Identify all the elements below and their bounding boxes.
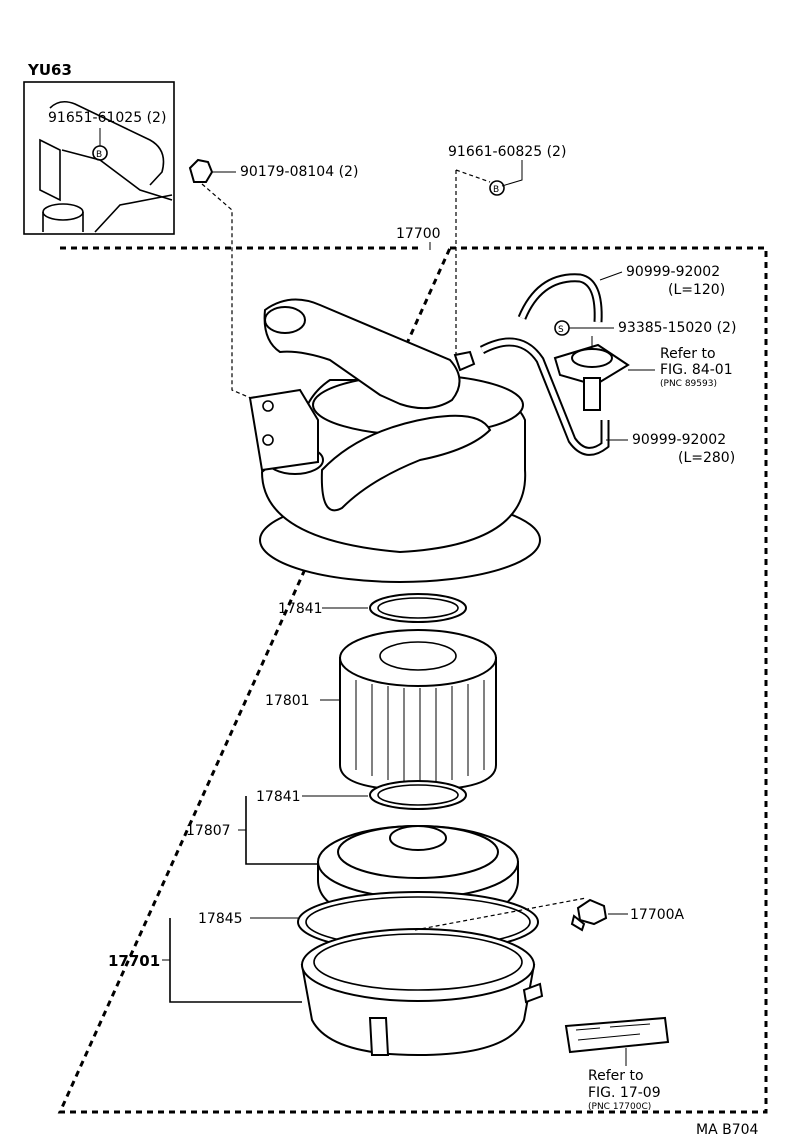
element-label: 17801: [265, 693, 310, 709]
mounting-bracket: [248, 388, 319, 472]
marker-s: S: [558, 325, 564, 335]
inset-frame: [23, 81, 175, 235]
assembly-label: 17700: [396, 226, 441, 242]
inset-bolt-label: 91651-61025 (2): [48, 110, 166, 126]
marker-b: B: [493, 185, 499, 195]
assembly-frame: [57, 246, 768, 1114]
diagram-code: MA B704: [696, 1122, 759, 1138]
inset-title: YU63: [27, 61, 72, 79]
valve-part: S 93385-15020 (2) Refer to FIG. 84-01 (P…: [553, 320, 736, 411]
bolt-b-label: 91661-60825 (2): [448, 144, 566, 160]
hose-long-label: 90999-92002: [632, 432, 726, 448]
hose-short-length: (L=120): [668, 282, 725, 298]
seal-label: 17845: [198, 911, 243, 927]
case-clip: [368, 1017, 390, 1056]
gasket-top-label: 17841: [278, 601, 323, 617]
filter-element: 17801: [265, 629, 497, 792]
case-lower: 17701: [108, 897, 587, 1057]
refer2-line2: FIG. 17-09: [588, 1085, 661, 1101]
screw-label: 93385-15020 (2): [618, 320, 736, 336]
air-cleaner-cover: [248, 298, 541, 583]
gasket-top: 17841: [278, 593, 467, 623]
nut-part: 90179-08104 (2): [188, 158, 358, 403]
refer1-line2: FIG. 84-01: [660, 362, 733, 378]
clamp-part: 17700A: [570, 898, 685, 932]
hose-short-label: 90999-92002: [626, 264, 720, 280]
refer2-line3: (PNC 17700C): [588, 1102, 651, 1112]
marker-b-icon: [489, 180, 505, 196]
case-assembly-label: 17807: [186, 823, 231, 839]
nut-label: 90179-08104 (2): [240, 164, 358, 180]
hose-long: 90999-92002 (L=280): [479, 337, 735, 466]
inset-pipe: [49, 100, 165, 186]
refer1-line3: (PNC 89593): [660, 379, 717, 389]
gasket-bottom-label: 17841: [256, 789, 301, 805]
label-plate: Refer to FIG. 17-09 (PNC 17700C): [564, 1016, 670, 1112]
inset-body-line: [61, 149, 173, 201]
clamp-label: 17700A: [630, 907, 685, 923]
inset-marker-b: B: [96, 150, 102, 160]
refer1-line1: Refer to: [660, 346, 716, 362]
bolt-b-part: 91661-60825 (2) B: [448, 144, 566, 360]
inset-yu63: YU63 91651-61025 (2) B: [23, 61, 175, 235]
refer2-line1: Refer to: [588, 1068, 644, 1084]
gasket-bottom: 17841: [256, 780, 467, 810]
hose-long-length: (L=280): [678, 450, 735, 466]
case-label: 17701: [108, 952, 160, 970]
inset-bracket: [39, 138, 61, 202]
hose-short: 90999-92002 (L=120): [517, 264, 725, 323]
